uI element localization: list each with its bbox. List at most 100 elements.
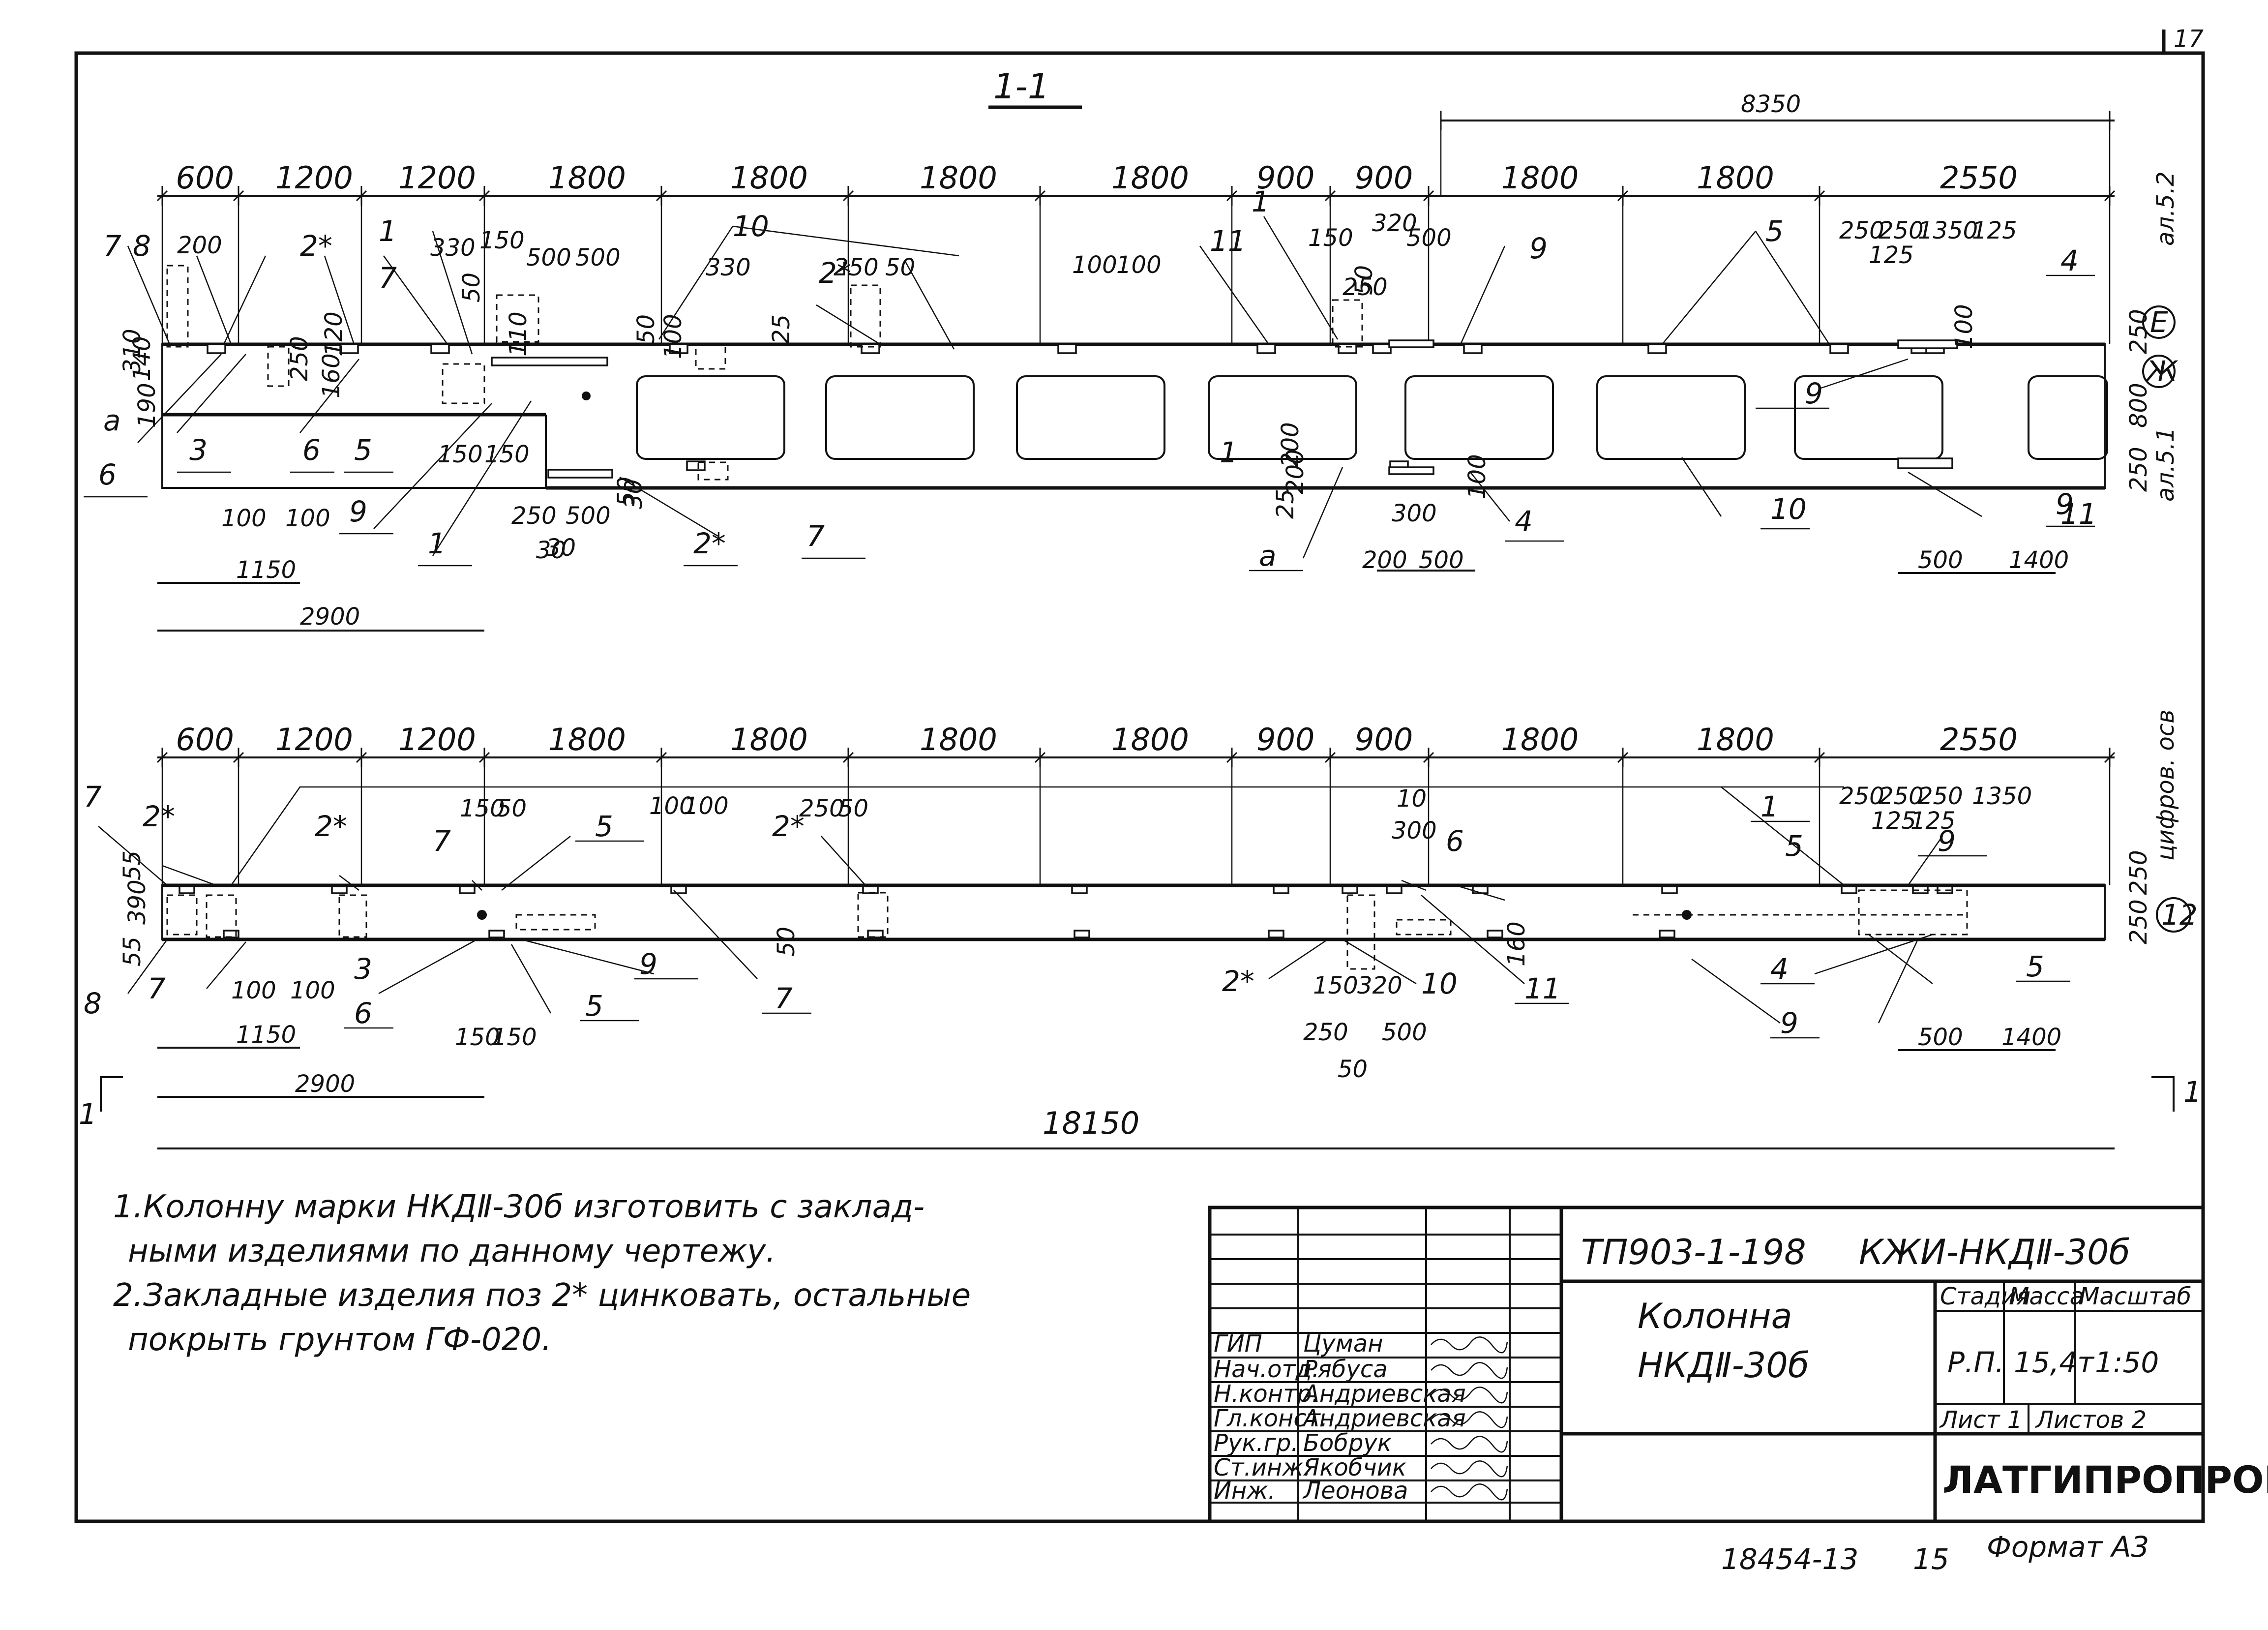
detail-dim-vert-11: 50 <box>613 477 640 507</box>
detail-dim-bottom-4: 150 <box>438 441 483 468</box>
callout-top-12: 10 <box>733 210 769 243</box>
plate-9-hidden <box>496 294 539 343</box>
detail-dim-vert-13: 200 <box>1282 449 1309 494</box>
detail-dim-vert-17: 250 <box>2125 309 2152 354</box>
name-4: Бобрук <box>1303 1429 1392 1457</box>
element-name-line-2: НКДⅡ-30б <box>1638 1345 1809 1386</box>
bottom-plate-2star-c <box>857 892 889 938</box>
embedded-plate-8 <box>1372 343 1392 354</box>
detail-dim-vert-1: 140 <box>128 336 156 381</box>
detail-dim-vert-3: 250 <box>286 336 313 381</box>
note-line-1: 1.Колонну марки НКДⅡ-30б изготовить с за… <box>113 1189 925 1225</box>
embedded-plate-7 <box>1338 343 1357 354</box>
dim-overall-8350: 8350 <box>1741 91 1801 118</box>
detail-dim-top-2: 150 <box>479 227 525 254</box>
detail-dim-bottom-view-top-13: 125 <box>1910 807 1956 835</box>
bottom-plate-20 <box>1659 930 1675 938</box>
detail-dim-bottom-view-bottom-8: 250 <box>1303 1019 1348 1046</box>
detail-dim-vert-14: 25 <box>1272 489 1299 519</box>
dim-total-18150: 18150 <box>1043 1105 1139 1141</box>
dim-segment-0: 600 <box>176 722 234 757</box>
opening-3 <box>1016 375 1165 460</box>
detail-dim-bottom-9: 300 <box>1392 500 1437 527</box>
bottom-plate-19 <box>1487 930 1503 938</box>
plate-2-star-3 <box>850 284 881 348</box>
detail-dim-vert-5: 160 <box>318 353 345 398</box>
detail-dim-bottom-view-vert-5: 250 <box>2125 850 2152 895</box>
detail-dim-vert-15: 100 <box>1463 454 1491 499</box>
plate-strip-5 <box>1897 339 1958 349</box>
detail-dim-bottom-view-bottom-12: 1400 <box>2001 1024 2061 1051</box>
detail-dim-bottom-view-top-8: 250 <box>1839 783 1884 810</box>
detail-dim-vert-8: 25 <box>768 314 795 344</box>
callout-bottom-5: 2* <box>772 810 805 843</box>
detail-dim-bottom-view-bottom-1: 100 <box>290 977 335 1004</box>
sheet-label: Лист 1 <box>1939 1406 2022 1434</box>
detail-dim-bottom-view-vert-4: 160 <box>1503 921 1530 966</box>
callout-bottom-11: 7 <box>148 972 166 1005</box>
name-0: Цуман <box>1303 1330 1383 1358</box>
callout-bottom-1: 2* <box>143 800 175 833</box>
detail-dim-top-18: 125 <box>1869 241 1914 269</box>
callout-top-16: 9 <box>1529 232 1548 265</box>
bottom-plate-11 <box>1841 885 1857 894</box>
bottom-plate-2star-a <box>206 894 237 938</box>
embedded-plate-1 <box>339 343 359 354</box>
callout-top-7: 6 <box>302 433 321 467</box>
general-notes: 1.Колонну марки НКДⅡ-30б изготовить с за… <box>113 1189 971 1358</box>
detail-dim-vert-4: 120 <box>320 311 348 357</box>
detail-dim-bottom-8: 30 <box>536 537 566 564</box>
detail-dim-bottom-13: 1400 <box>2009 546 2069 574</box>
role-5: Ст.инж. <box>1214 1454 1311 1481</box>
dim-segment-2: 1200 <box>398 722 476 757</box>
note-line-3: 2.Закладные изделия поз 2* цинковать, ос… <box>113 1277 971 1314</box>
name-2: Андриевская <box>1302 1380 1466 1408</box>
callout-top-23: а <box>1259 539 1277 573</box>
role-4: Рук.гр. <box>1214 1429 1299 1457</box>
detail-dim-bottom-view-bottom-11: 500 <box>1918 1024 1963 1051</box>
detail-dim-bottom-view-top-9: 250 <box>1879 783 1924 810</box>
value-mass: 15,4т <box>2014 1346 2095 1379</box>
opening-7 <box>1794 375 1943 460</box>
signature-3 <box>1431 1411 1508 1428</box>
plate-3-hidden <box>442 363 485 404</box>
callout-bottom-4: 5 <box>595 810 613 843</box>
detail-dim-bottom-12: 500 <box>1918 546 1963 574</box>
header-scale: Масштаб <box>2079 1283 2191 1310</box>
detail-dim-top-5: 330 <box>706 254 751 281</box>
callout-bottom-19: 11 <box>1524 972 1561 1005</box>
name-5: Якобчик <box>1303 1454 1406 1481</box>
detail-dim-bottom-5: 150 <box>484 441 530 468</box>
detail-dim-top-7: 50 <box>885 254 915 281</box>
dim-segment-11: 2550 <box>1940 722 2018 757</box>
embedded-plate-15 <box>686 460 706 471</box>
embedded-plate-4 <box>861 343 880 354</box>
dim-segment-1: 1200 <box>275 722 353 757</box>
opening-1 <box>636 375 785 460</box>
callout-top-3: 1 <box>379 214 397 248</box>
callout-top-26: 7 <box>806 519 825 553</box>
project-code: ТП903-1-198 <box>1581 1232 1806 1272</box>
detail-dim-bottom-view-bottom-3: 2900 <box>295 1070 355 1098</box>
bottom-plate-5 <box>1071 885 1088 894</box>
callout-bottom-18: 10 <box>1421 967 1458 1000</box>
detail-dim-bottom-6: 250 <box>511 502 557 530</box>
role-0: ГИП <box>1214 1330 1262 1358</box>
callout-bottom-6: 1 <box>1761 790 1779 823</box>
detail-dim-bottom-view-vert-1: 390 <box>123 879 151 925</box>
plate-strip-9 <box>491 357 608 366</box>
section-mark-left: 1 <box>79 1097 97 1131</box>
detail-dim-bottom-view-top-10: 250 <box>1918 783 1963 810</box>
format-label: Формат А3 <box>1987 1530 2149 1564</box>
callout-top-14: 11 <box>1210 224 1246 258</box>
detail-dim-bottom-view-top-5: 50 <box>838 795 868 822</box>
dim-segment-5: 1800 <box>920 722 997 757</box>
detail-dim-bottom-view-top-6: 10 <box>1397 785 1427 813</box>
plate-2-star-2 <box>267 346 290 387</box>
callout-top-6: 3 <box>189 433 208 467</box>
bottom-plate-2star-d <box>1346 894 1375 970</box>
bottom-plate-8 <box>166 894 198 936</box>
bottom-plate-5 <box>1858 889 1968 936</box>
